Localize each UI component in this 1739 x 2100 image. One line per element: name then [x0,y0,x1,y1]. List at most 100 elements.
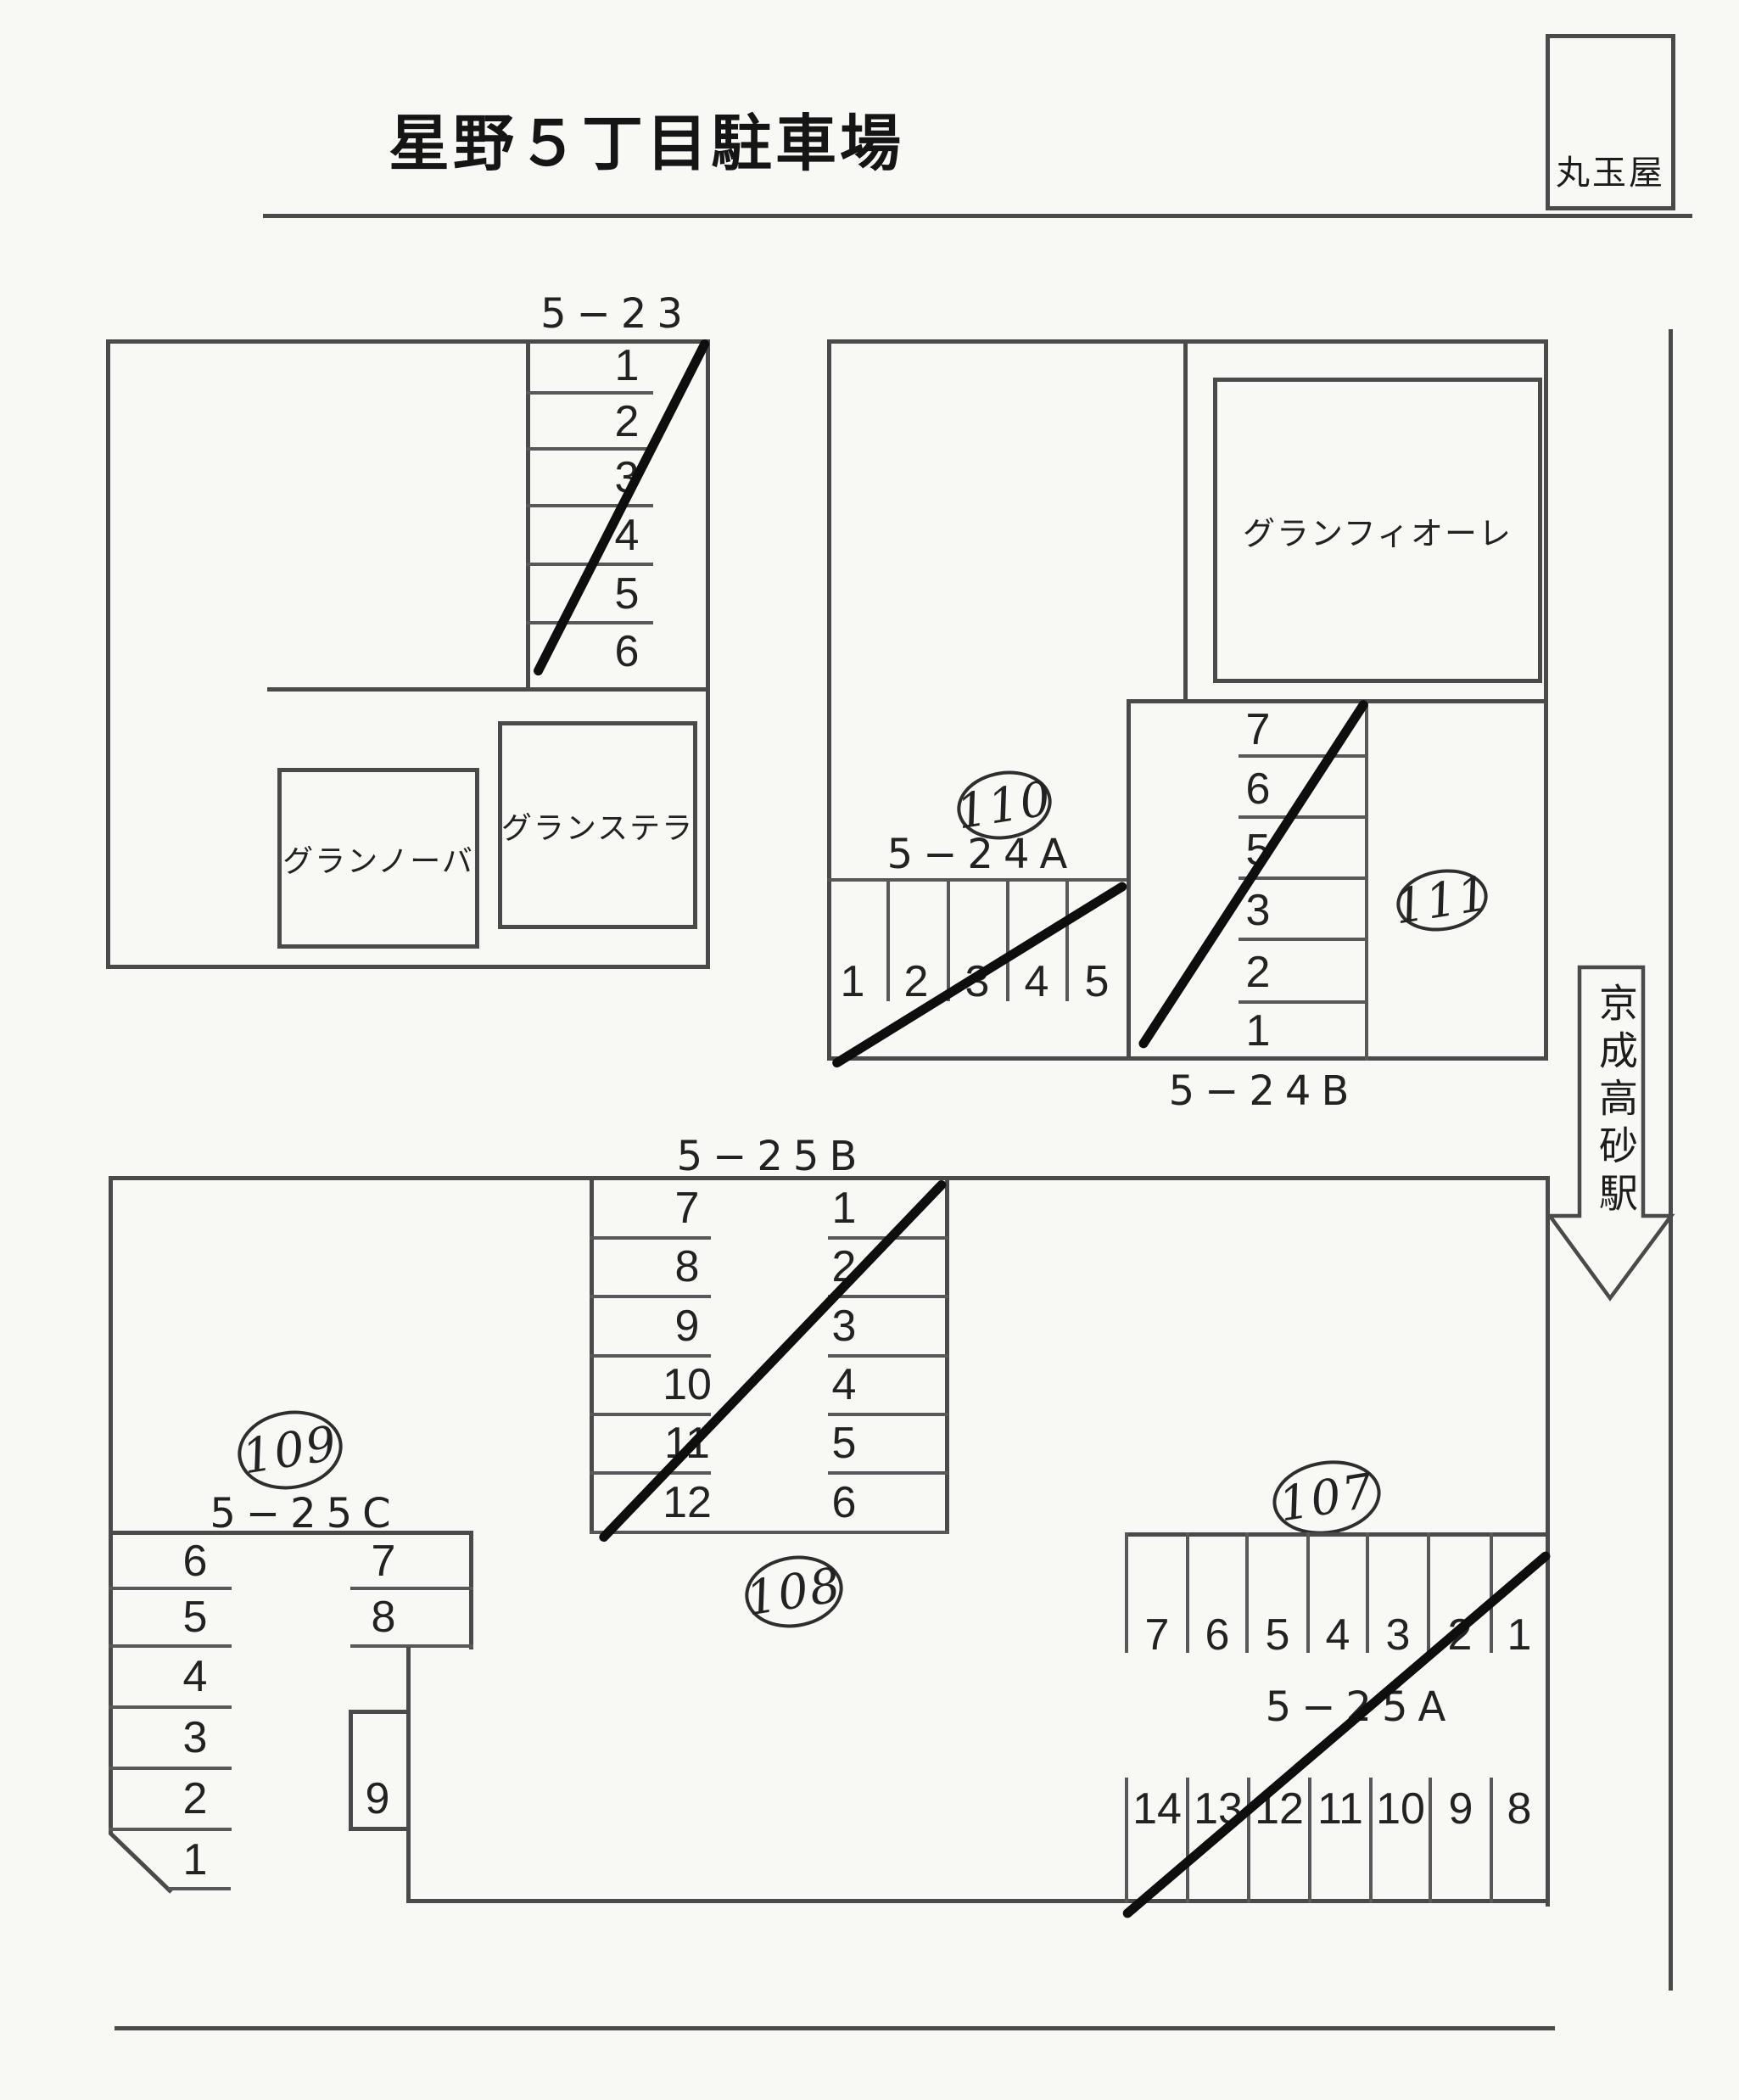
stall-divider [1239,1000,1366,1004]
section-label-5-24A: 5−24A [886,831,1078,878]
stall-number: 6 [831,1478,857,1527]
stall-divider [1490,1532,1493,1653]
upper-left-lot-outline [106,339,710,969]
stall-divider [1239,754,1366,758]
stall-number: 9 [365,1774,390,1823]
building-gran-fiore: グランフィオーレ [1213,378,1542,683]
stall-divider [109,1587,232,1590]
stall-number: 2 [1245,948,1271,997]
building-gran-nova: グランノーバ [277,768,479,949]
stall-number: 4 [1325,1610,1350,1660]
stall-number: 12 [663,1478,712,1527]
station-arrow-icon [1546,965,1675,1302]
building-label-gran-fiore: グランフィオーレ [1242,514,1513,552]
stall-divider [1247,1778,1250,1903]
marutamaya-label: 丸玉屋 [1556,154,1665,193]
stall-column-line-5-24B [1365,701,1368,1061]
stall-divider [526,504,653,507]
stall-number: 1 [1245,1006,1271,1056]
stall-divider [526,447,653,451]
building-label-gran-nova: グランノーバ [282,843,474,879]
stall-divider [109,1705,232,1709]
stall-number: 6 [182,1537,208,1586]
stall-divider [1006,878,1009,1001]
stall-number: 5 [1084,957,1110,1006]
stall-number: 5 [182,1593,208,1642]
stall-divider [590,1354,711,1358]
stall-divider [109,1644,232,1648]
stall-row-top-line [827,878,1131,882]
section-label-5-23: 5−23 [540,290,693,338]
stall-divider [1125,1778,1128,1903]
stall-divider [350,1587,473,1590]
top-street-line [263,214,1692,218]
stall-divider [828,1471,948,1475]
inner-wall-line [1127,701,1131,1061]
stall-divider [350,1644,473,1648]
page-title: 星野５丁目駐車場 [389,108,905,179]
stall-divider [828,1413,948,1416]
stall-number: 7 [674,1184,700,1233]
stall-divider [168,1887,231,1890]
stall-number: 1 [614,341,640,390]
inner-wall-line [1183,339,1188,701]
stall-number: 8 [674,1242,700,1291]
stall-divider [1306,1532,1310,1653]
stall-divider [1369,1778,1373,1903]
inner-wall-line [267,687,710,692]
stall-block-top-line [109,1531,473,1535]
stall-number: 4 [1024,957,1049,1006]
stall-divider [1427,1532,1430,1653]
stall-number: 5 [831,1419,857,1468]
stall-divider [1065,878,1069,1001]
stall-block-right-line [469,1531,473,1649]
stall-number: 2 [614,397,640,446]
stall-divider [1239,876,1366,880]
lower-lot-right-line [1546,1176,1550,1907]
lower-lot-top-line [109,1176,1550,1180]
stall-number: 14 [1132,1784,1182,1834]
stall-divider [1366,1532,1369,1653]
stall-divider [590,1295,711,1298]
stall-number: 3 [182,1713,208,1762]
stall-divider [1308,1778,1311,1903]
stall-number: 2 [903,957,929,1006]
stall-number: 3 [1245,886,1271,935]
stall-number: 11 [1317,1784,1363,1834]
station-arrow-label: 京成高砂駅 [1593,983,1639,1220]
stall-number: 9 [1448,1784,1473,1834]
stall-divider [590,1471,711,1475]
stall-divider [109,1828,232,1831]
stall-divider [1239,938,1366,941]
section-label-5-24B: 5−24B [1168,1067,1360,1115]
marutamaya-box: 丸玉屋 [1546,34,1675,210]
stall-divider [590,1413,711,1416]
stall-divider [828,1354,948,1358]
stall-divider [1429,1778,1432,1903]
stall-divider [1245,1532,1249,1653]
zone-id-109: 109 [232,1403,349,1498]
stall-number: 5 [614,569,640,619]
stall-number: 10 [1376,1784,1425,1834]
stall-number: 1 [840,957,865,1006]
stall-number: 6 [1205,1610,1230,1660]
stall-number: 7 [1144,1610,1170,1660]
zone-id-108: 108 [740,1548,848,1635]
stall-number: 6 [1245,764,1271,814]
stall-divider [947,878,950,1001]
stall-divider [1239,815,1366,819]
stall-divider [526,391,653,395]
bottom-street-line [115,2026,1555,2030]
lower-lot-bottom-line [408,1899,1550,1903]
zone-id-107: 107 [1267,1453,1386,1543]
stall-divider [886,878,890,1001]
stall-divider [109,1767,232,1770]
stall-number: 1 [182,1835,208,1884]
stall-number: 9 [674,1302,700,1351]
stall-number: 8 [371,1593,396,1642]
stall-number: 7 [1245,705,1271,754]
stall-number: 7 [371,1537,396,1586]
stall-number: 3 [1385,1610,1411,1660]
stall-divider [526,621,653,624]
